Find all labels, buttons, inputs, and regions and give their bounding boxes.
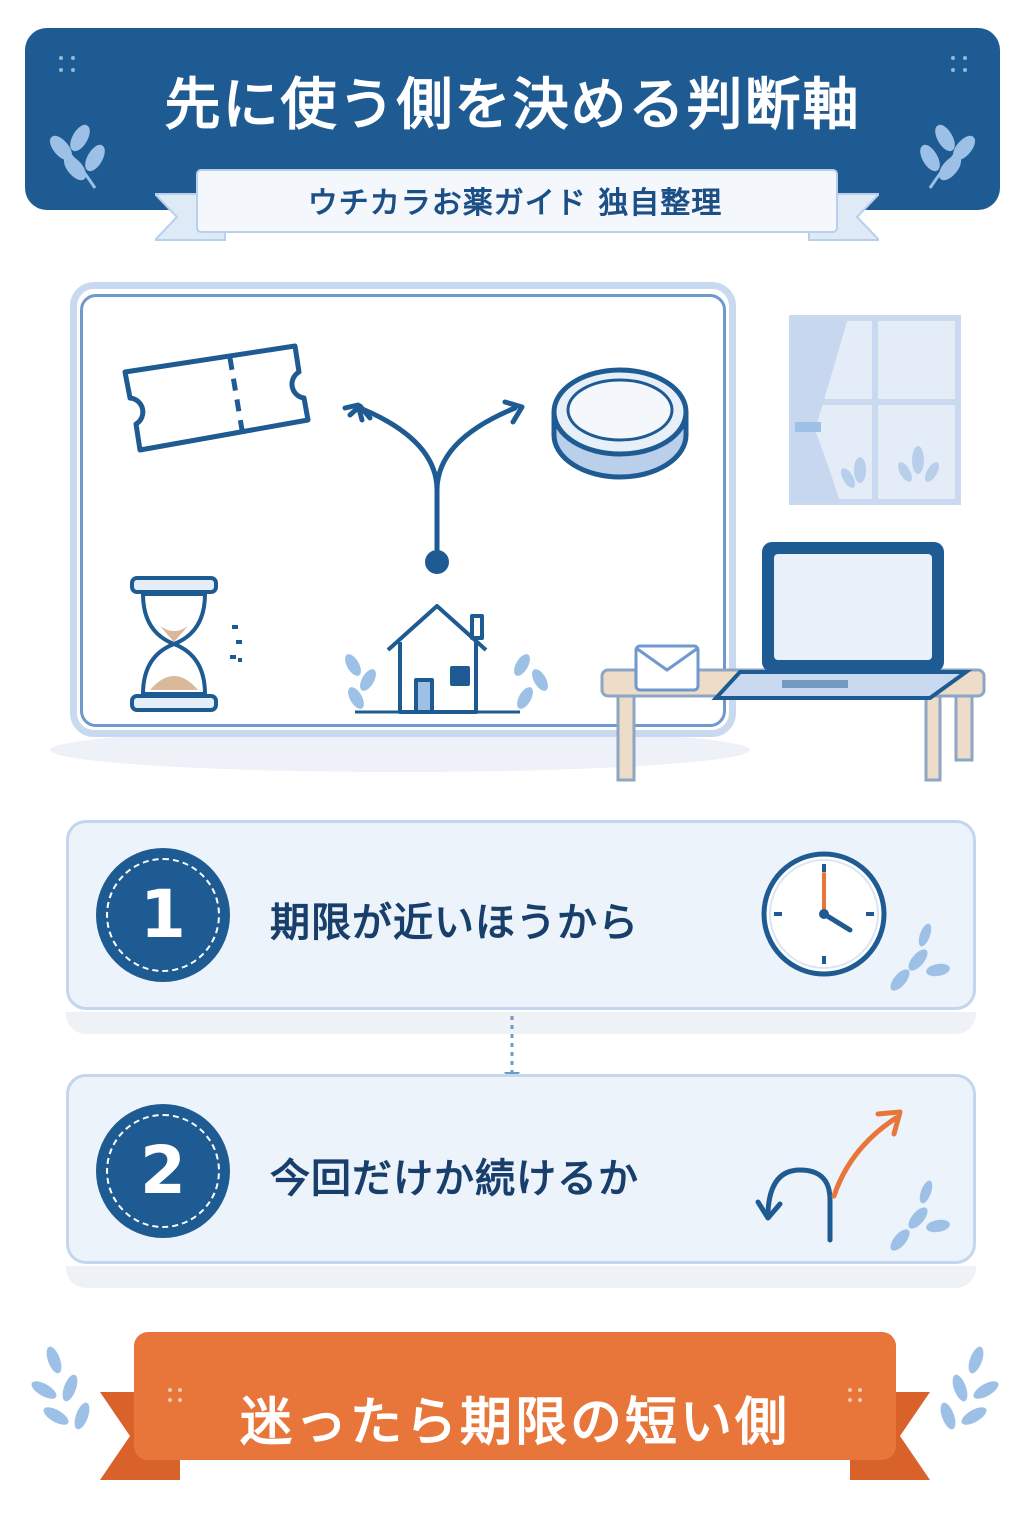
card-shadow bbox=[66, 1266, 976, 1288]
footer-ribbon bbox=[31, 1332, 999, 1480]
clock-icon bbox=[761, 851, 950, 991]
leaf-icon bbox=[920, 124, 976, 189]
card-shadow bbox=[66, 1012, 976, 1034]
leaf-icon bbox=[890, 1180, 950, 1251]
window-icon bbox=[789, 315, 961, 505]
step-number: 2 bbox=[140, 1132, 186, 1209]
fork-origin-dot bbox=[425, 550, 449, 574]
leaf-icon bbox=[890, 923, 950, 991]
leaf-icon bbox=[31, 1346, 90, 1430]
u-turn-arrow-icon bbox=[755, 1109, 950, 1251]
step-label: 期限が近いほうから bbox=[270, 900, 639, 946]
conclusion-label: 迷ったら期限の短い側 bbox=[239, 1393, 790, 1453]
badge-ring bbox=[106, 858, 220, 972]
page-title: 先に使う側を決める判断軸 bbox=[164, 73, 861, 138]
page-subtitle: ウチカラお薬ガイド 独自整理 bbox=[307, 186, 723, 221]
step-number-badge: 1 bbox=[96, 848, 230, 982]
step-card-2 bbox=[66, 1074, 976, 1264]
leaf-icon bbox=[49, 124, 105, 189]
leaf-icon bbox=[940, 1346, 999, 1430]
badge-ring bbox=[106, 1114, 220, 1228]
hourglass-icon bbox=[130, 576, 242, 712]
scene-board-inner bbox=[80, 294, 726, 727]
laptop-icon bbox=[711, 542, 973, 700]
step-number: 1 bbox=[140, 876, 186, 953]
ticket-icon bbox=[122, 343, 311, 453]
envelope-icon bbox=[634, 644, 700, 692]
leaf-icon bbox=[345, 654, 548, 709]
house-icon bbox=[386, 604, 488, 714]
step-label: 今回だけか続けるか bbox=[270, 1156, 639, 1202]
step-number-badge: 2 bbox=[96, 1104, 230, 1238]
subtitle-ribbon bbox=[155, 169, 879, 241]
header-decoration bbox=[49, 56, 976, 189]
coin-icon bbox=[551, 367, 689, 480]
scene-illustration bbox=[122, 315, 986, 782]
fork-arrow-icon bbox=[342, 399, 525, 563]
